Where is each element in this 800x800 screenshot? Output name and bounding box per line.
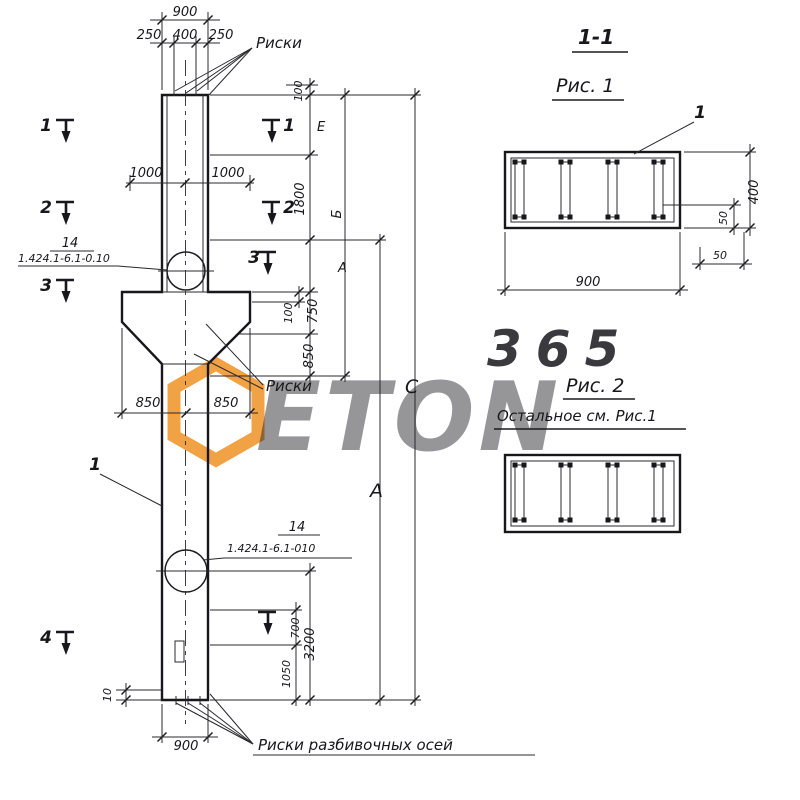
- vdim-750: 750: [306, 299, 321, 324]
- rebar-icon: [605, 462, 620, 523]
- vdim-A-big: А: [368, 480, 383, 502]
- leader-lines: [18, 47, 535, 756]
- elevation-texts: 900 250 400 250 Риски 1000 1000 14 1.424…: [18, 5, 453, 754]
- section-view-1: 1-1 Рис. 1 1 900 400 50 50: [497, 25, 762, 296]
- cut-arrow-4-left: [54, 630, 76, 657]
- dim-400-top: 400: [173, 28, 198, 43]
- detail-circle-top: [166, 251, 206, 291]
- section-cut-marks: 1 2 3 4 1 2 3: [39, 116, 295, 657]
- section-title: 1-1: [578, 25, 614, 49]
- dim-900-bottom: 900: [174, 739, 199, 754]
- section1-dim-900: 900: [576, 275, 601, 290]
- riski-top-label: Риски: [256, 34, 302, 52]
- callout-bottom-doc: 1.424.1-6.1-010: [227, 542, 315, 555]
- rebar-icon: [651, 159, 666, 220]
- vdim-100-mid: 100: [282, 303, 295, 324]
- fig1-caption: Рис. 1: [556, 75, 614, 97]
- rebar-icon: [651, 462, 666, 523]
- vdim-850: 850: [302, 344, 317, 369]
- rebar-icon: [605, 159, 620, 220]
- section1-stirrup: [510, 157, 675, 223]
- column-elevation: [120, 60, 252, 724]
- vdim-B: Б: [330, 209, 345, 218]
- watermark-digits: 365: [487, 320, 633, 378]
- callout-top-doc: 1.424.1-6.1-0.10: [18, 252, 110, 265]
- cut-label-1-right: 1: [283, 116, 295, 136]
- vdim-1050: 1050: [280, 660, 293, 688]
- cut-label-3-left: 3: [40, 276, 52, 296]
- callout-bottom-number: 14: [289, 520, 306, 535]
- cut-label-3-right: 3: [248, 248, 260, 268]
- section1-dim-400: 400: [747, 180, 762, 205]
- section2-outline: [503, 453, 682, 534]
- cut-arrow-4-right: [256, 610, 278, 637]
- cut-arrow-2-right: [260, 200, 282, 227]
- vdim-A-small: А: [337, 261, 347, 276]
- dim-850-left: 850: [136, 396, 161, 411]
- cut-arrow-1-right: [260, 118, 282, 145]
- bottom-note: Риски разбивочных осей: [258, 736, 453, 754]
- riski-mid-label: Риски: [266, 377, 312, 395]
- detail-circles: [164, 251, 208, 593]
- section1-dim-50b: 50: [713, 249, 727, 262]
- section1-pos-label: 1: [694, 103, 706, 123]
- cut-arrow-3-left: [54, 278, 76, 305]
- fig2-note: Остальное см. Рис.1: [497, 407, 657, 425]
- vdim-E: Е: [317, 120, 326, 135]
- section1-dim-50a: 50: [717, 211, 730, 225]
- vdim-1800: 1800: [293, 182, 308, 215]
- vdim-C: С: [405, 376, 419, 398]
- position-label-1: 1: [89, 455, 101, 475]
- vdim-700: 700: [289, 618, 302, 639]
- dim-250-left: 250: [137, 28, 162, 43]
- cut-label-1-left: 1: [40, 116, 52, 136]
- cut-label-4-left: 4: [39, 628, 52, 648]
- watermark: ETON 365: [167, 320, 633, 473]
- rebar-icon: [558, 159, 573, 220]
- dim-10: 10: [101, 688, 114, 702]
- fig2-caption: Рис. 2: [566, 375, 624, 397]
- dim-900-top: 900: [173, 5, 198, 20]
- cut-arrow-2-left: [54, 200, 76, 227]
- dim-1000-left: 1000: [129, 166, 162, 181]
- cut-label-2-right: 2: [283, 198, 295, 218]
- dim-1000-right: 1000: [211, 166, 244, 181]
- vertical-dim-labels: 100 Е 1800 Б А 100 750 850 С А 3200 700 …: [280, 81, 419, 689]
- hexagon-logo-icon: [167, 356, 265, 468]
- section2-stirrup: [510, 460, 675, 527]
- callout-top-number: 14: [62, 236, 79, 251]
- section1-outline: [503, 150, 682, 230]
- rebar-icon: [558, 462, 573, 523]
- section-view-2: Рис. 2 Остальное см. Рис.1: [494, 375, 686, 534]
- dim-250-right: 250: [209, 28, 234, 43]
- detail-circle-bottom: [164, 549, 208, 593]
- cut-arrow-1-left: [54, 118, 76, 145]
- cut-arrow-3-right: [256, 250, 278, 277]
- vdim-100-top: 100: [292, 81, 305, 102]
- vdim-3200: 3200: [303, 627, 318, 660]
- cut-label-2-left: 2: [40, 198, 52, 218]
- rebar-icon: [512, 159, 527, 220]
- section1-dim-lines: [497, 121, 756, 296]
- dim-850-right: 850: [214, 396, 239, 411]
